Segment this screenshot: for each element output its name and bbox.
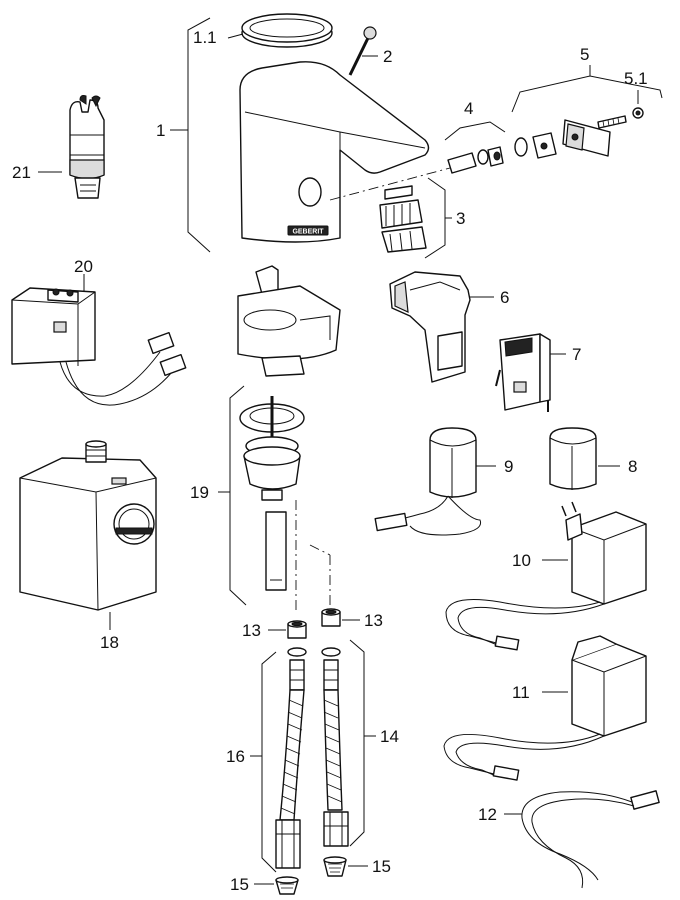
part-9-battery bbox=[374, 427, 482, 536]
part-4-connector bbox=[447, 146, 504, 174]
part-1-1-ring bbox=[241, 13, 333, 48]
label-21: 21 bbox=[12, 163, 31, 182]
mounting-base bbox=[237, 265, 341, 377]
bracket-1 bbox=[187, 17, 211, 253]
label-20: 20 bbox=[74, 257, 93, 276]
part-7-control-module bbox=[495, 333, 551, 412]
label-11: 11 bbox=[512, 683, 530, 702]
label-14: 14 bbox=[380, 727, 399, 746]
part-3-aerator bbox=[379, 185, 427, 253]
label-4: 4 bbox=[464, 99, 473, 118]
label-7: 7 bbox=[572, 345, 581, 364]
part-5-1-screw bbox=[597, 107, 644, 129]
part-11-power-supply bbox=[443, 635, 647, 781]
part-8-battery bbox=[549, 427, 597, 490]
label-13-left: 13 bbox=[242, 621, 261, 640]
label-16: 16 bbox=[226, 747, 245, 766]
label-18: 18 bbox=[100, 633, 119, 652]
label-1-1: 1.1 bbox=[193, 28, 217, 47]
part-16-hose-left bbox=[275, 647, 307, 869]
part-13-nut-right bbox=[321, 608, 341, 627]
part-19-fixing-set bbox=[239, 396, 305, 591]
part-5-valve-set bbox=[514, 119, 611, 159]
part-20-control-box bbox=[11, 287, 187, 406]
part-14-hose-right bbox=[321, 647, 349, 847]
label-5-1: 5.1 bbox=[624, 69, 648, 88]
label-5: 5 bbox=[580, 45, 589, 64]
part-12-cable bbox=[521, 790, 660, 889]
label-10: 10 bbox=[512, 551, 531, 570]
part-15-filter-right bbox=[323, 856, 347, 877]
part-18-water-heater bbox=[19, 440, 157, 611]
brand-logo-text: GEBERIT bbox=[292, 229, 324, 236]
part-13-nut-left bbox=[287, 620, 307, 639]
label-13-right: 13 bbox=[364, 611, 383, 630]
part-1-tap-body: GEBERIT bbox=[239, 61, 430, 243]
label-15-left: 15 bbox=[230, 875, 249, 894]
label-2: 2 bbox=[383, 47, 392, 66]
label-15-right: 15 bbox=[372, 857, 391, 876]
label-8: 8 bbox=[628, 457, 637, 476]
part-21-valve-cartridge bbox=[69, 95, 105, 199]
label-9: 9 bbox=[504, 457, 513, 476]
part-15-filter-left bbox=[275, 876, 299, 895]
label-12: 12 bbox=[478, 805, 497, 824]
label-19: 19 bbox=[190, 483, 209, 502]
label-6: 6 bbox=[500, 288, 509, 307]
label-1: 1 bbox=[156, 121, 165, 140]
part-6-electronics-housing bbox=[389, 271, 471, 383]
axis-line-connector bbox=[329, 167, 451, 201]
part-10-power-supply bbox=[445, 501, 647, 651]
label-3: 3 bbox=[456, 209, 465, 228]
part-2-key bbox=[348, 26, 377, 76]
